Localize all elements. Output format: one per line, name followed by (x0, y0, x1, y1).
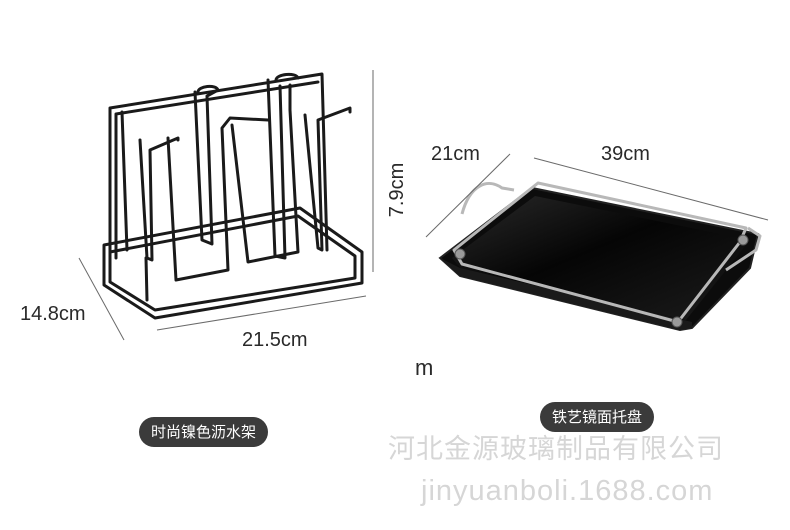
tray-width-label: 21cm (431, 143, 480, 165)
tray-knob (454, 248, 466, 260)
tray-dimension-lines (425, 153, 769, 238)
tray-caption: 铁艺镜面托盘 (540, 402, 655, 432)
rack-base-frame (102, 206, 364, 320)
watermark-company: 河北金源玻璃制品有限公司 (388, 434, 724, 464)
rack-dimension-lines (78, 70, 374, 341)
stray-text: m (415, 355, 434, 380)
tray-length-label: 39cm (601, 143, 650, 165)
mirror-tray-illustration (438, 181, 762, 332)
rack-caption: 时尚镍色沥水架 (139, 417, 269, 447)
rack-hook-2 (166, 116, 270, 282)
drain-rack-illustration (102, 72, 364, 320)
tray-knob (737, 234, 749, 246)
tray-knob (671, 316, 683, 328)
rack-hook-4 (303, 106, 352, 252)
tray-handle-left (460, 182, 515, 215)
rack-hook-3 (230, 83, 300, 264)
tray-handle-right (725, 226, 762, 272)
rack-hook-1 (138, 136, 180, 262)
watermark-site: jinyuanboli.1688.com (421, 475, 714, 507)
rack-depth-label: 14.8cm (20, 303, 86, 325)
rack-width-label: 21.5cm (242, 329, 308, 351)
rack-back-frame (108, 72, 329, 262)
